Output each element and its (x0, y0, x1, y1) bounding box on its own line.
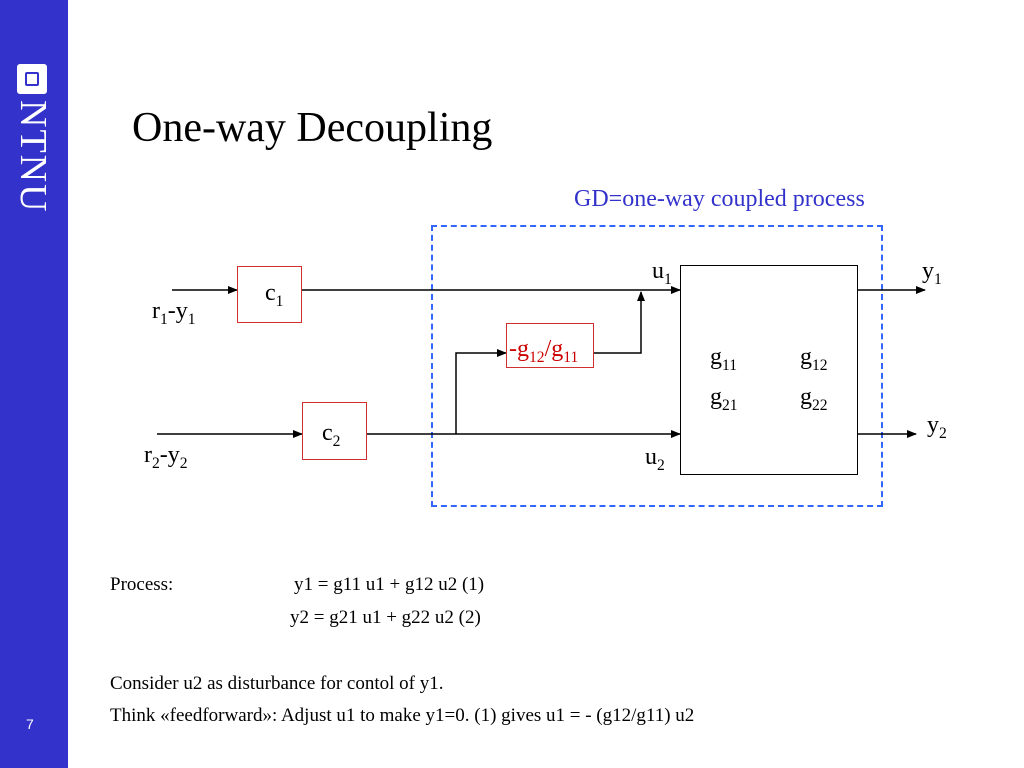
equation-2: y2 = g21 u1 + g22 u2 (2) (290, 607, 481, 628)
y2-label: y2 (927, 412, 947, 442)
c2-label: c2 (322, 420, 341, 450)
process-block (680, 265, 858, 475)
process-boundary (431, 225, 883, 507)
ntnu-logo-icon (17, 64, 47, 94)
input1-label: r1-y1 (152, 298, 196, 328)
y1-label: y1 (922, 258, 942, 288)
u1-label: u1 (652, 258, 672, 288)
g22-label: g22 (800, 384, 828, 414)
wire-decoupler-to-sum (594, 291, 645, 354)
g21-label: g21 (710, 384, 738, 414)
gd-label: GD=one-way coupled process (574, 186, 865, 212)
sidebar: NTNU 7 (0, 0, 68, 768)
decoupler-block (506, 323, 594, 368)
feedforward-note: Think «feedforward»: Adjust u1 to make y… (110, 705, 695, 726)
ntnu-logo-text: NTNU (12, 100, 54, 214)
c2-block (302, 402, 367, 460)
process-label: Process: (110, 574, 174, 595)
wire-branch-to-decoupler (455, 349, 507, 434)
g11-label: g11 (710, 344, 738, 374)
equation-1: y1 = g11 u1 + g12 u2 (1) (294, 574, 485, 595)
c1-label: c1 (265, 280, 284, 310)
slide-title: One-way Decoupling (132, 105, 493, 151)
decoupler-label: -g12/g11 (509, 336, 579, 366)
c1-block (237, 266, 302, 323)
page-number: 7 (26, 716, 34, 732)
g12-label: g12 (800, 344, 828, 374)
input2-label: r2-y2 (144, 442, 188, 472)
disturbance-note: Consider u2 as disturbance for contol of… (110, 673, 444, 694)
u2-label: u2 (645, 444, 665, 474)
